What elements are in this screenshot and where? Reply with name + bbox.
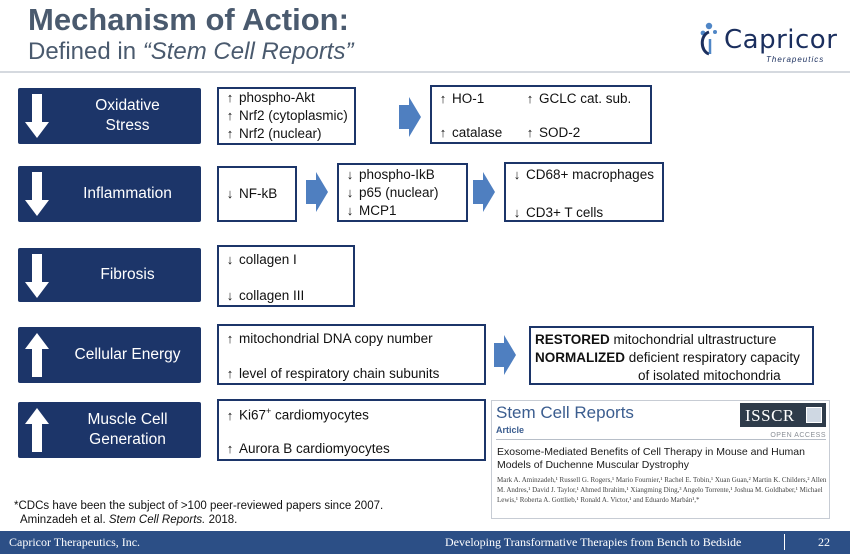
list-item: ↑mitochondrial DNA copy number bbox=[226, 331, 433, 346]
up-arrow-icon: ↑ bbox=[526, 91, 534, 106]
footer-tagline: Developing Transformative Therapies from… bbox=[445, 535, 742, 549]
list-item: ↑Nrf2 (cytoplasmic) bbox=[226, 108, 348, 123]
list-item: ↓p65 (nuclear) bbox=[346, 185, 439, 200]
category-cellular-energy: Cellular Energy bbox=[18, 327, 201, 383]
up-arrow-icon: ↑ bbox=[439, 91, 447, 106]
down-arrow-icon: ↓ bbox=[513, 205, 521, 220]
down-arrow-icon: ↓ bbox=[346, 203, 354, 218]
page-number: 22 bbox=[818, 535, 830, 549]
list-item: ↓phospho-IkB bbox=[346, 167, 435, 182]
down-arrow-icon bbox=[25, 254, 49, 298]
down-arrow-icon: ↓ bbox=[226, 186, 234, 201]
inflammation-box-nfkb: ↓NF-kB bbox=[217, 166, 297, 222]
energy-box-markers: ↑mitochondrial DNA copy number ↑level of… bbox=[217, 324, 486, 385]
category-label: Fibrosis bbox=[100, 266, 155, 283]
list-item: ↑level of respiratory chain subunits bbox=[226, 366, 440, 381]
down-arrow-icon: ↓ bbox=[346, 185, 354, 200]
category-label: Cellular Energy bbox=[74, 346, 181, 363]
capricor-mark-icon bbox=[700, 22, 717, 56]
citation-divider bbox=[496, 439, 826, 440]
chevron-arrow-icon bbox=[399, 97, 421, 137]
category-label: Muscle Cell Generation bbox=[87, 411, 168, 448]
category-label: Oxidative Stress bbox=[95, 97, 160, 134]
up-arrow-icon: ↑ bbox=[439, 125, 447, 140]
result-line: NORMALIZED deficient respiratory capacit… bbox=[535, 350, 800, 365]
list-item: ↑SOD-2 bbox=[526, 125, 581, 140]
footer-bar: Capricor Therapeutics, Inc. Developing T… bbox=[0, 531, 850, 554]
result-line: of isolated mitochondria bbox=[638, 368, 781, 383]
list-item: ↓CD68+ macrophages bbox=[513, 167, 654, 182]
page-title: Mechanism of Action: bbox=[28, 2, 349, 37]
down-arrow-icon: ↓ bbox=[226, 252, 234, 267]
list-item: ↑catalase bbox=[439, 125, 503, 140]
list-item: ↑HO-1 bbox=[439, 91, 485, 106]
paper-title: Exosome-Mediated Benefits of Cell Therap… bbox=[497, 446, 805, 471]
isscr-emblem-icon bbox=[806, 407, 822, 423]
list-item: ↓collagen I bbox=[226, 252, 297, 267]
oxidative-box-signaling: ↑phospho-Akt ↑Nrf2 (cytoplasmic) ↑Nrf2 (… bbox=[217, 87, 356, 145]
category-fibrosis: Fibrosis bbox=[18, 248, 201, 302]
list-item: ↑phospho-Akt bbox=[226, 90, 315, 105]
page-subtitle: Defined in “Stem Cell Reports” bbox=[28, 38, 353, 66]
down-arrow-icon: ↓ bbox=[226, 288, 234, 303]
down-arrow-icon bbox=[25, 94, 49, 138]
energy-box-result: RESTORED mitochondrial ultrastructure NO… bbox=[529, 326, 814, 385]
category-inflammation: Inflammation bbox=[18, 166, 201, 222]
logo-wordmark: Capricor bbox=[724, 25, 838, 55]
up-arrow-icon: ↑ bbox=[226, 441, 234, 456]
logo-tagline: Therapeutics bbox=[766, 55, 825, 64]
down-arrow-icon bbox=[25, 172, 49, 216]
journal-name: Stem Cell Reports bbox=[496, 403, 634, 422]
chevron-arrow-icon bbox=[494, 335, 516, 375]
chevron-arrow-icon bbox=[473, 172, 495, 212]
list-item: ↓CD3+ T cells bbox=[513, 205, 604, 220]
up-arrow-icon: ↑ bbox=[526, 125, 534, 140]
up-arrow-icon: ↑ bbox=[226, 366, 234, 381]
list-item: ↓collagen III bbox=[226, 288, 305, 303]
footnote-reference: Aminzadeh et al. Stem Cell Reports. 2018… bbox=[20, 514, 238, 526]
article-tag: Article bbox=[496, 425, 525, 435]
up-arrow-icon: ↑ bbox=[226, 407, 234, 423]
up-arrow-icon: ↑ bbox=[226, 126, 234, 141]
list-item: ↓NF-kB bbox=[226, 186, 278, 201]
list-item: ↓MCP1 bbox=[346, 203, 397, 218]
paper-citation-image: Stem Cell Reports Article ISSCR OPEN ACC… bbox=[491, 400, 830, 519]
category-label: Inflammation bbox=[83, 185, 172, 202]
up-arrow-icon bbox=[25, 333, 49, 377]
list-item: ↑GCLC cat. sub. bbox=[526, 91, 632, 106]
list-item: ↑Ki67+ cardiomyocytes bbox=[226, 406, 369, 423]
fibrosis-box-collagen: ↓collagen I ↓collagen III bbox=[217, 245, 355, 307]
open-access-label: OPEN ACCESS bbox=[767, 432, 826, 439]
isscr-logo: ISSCR bbox=[740, 403, 826, 427]
inflammation-box-signaling: ↓phospho-IkB ↓p65 (nuclear) ↓MCP1 bbox=[337, 163, 468, 222]
up-arrow-icon: ↑ bbox=[226, 331, 234, 346]
footer-company: Capricor Therapeutics, Inc. bbox=[9, 535, 141, 549]
list-item: ↑Aurora B cardiomyocytes bbox=[226, 441, 390, 456]
footer-divider bbox=[784, 534, 785, 550]
result-line: RESTORED mitochondrial ultrastructure bbox=[535, 332, 777, 347]
capricor-logo: Capricor Therapeutics bbox=[696, 18, 837, 66]
muscle-box-markers: ↑Ki67+ cardiomyocytes ↑Aurora B cardiomy… bbox=[217, 399, 486, 461]
category-oxidative-stress: Oxidative Stress bbox=[18, 88, 201, 144]
up-arrow-icon: ↑ bbox=[226, 108, 234, 123]
subtitle-prefix: Defined in bbox=[28, 38, 143, 65]
up-arrow-icon: ↑ bbox=[226, 90, 234, 105]
inflammation-box-cells: ↓CD68+ macrophages ↓CD3+ T cells bbox=[504, 162, 664, 222]
list-item: ↑Nrf2 (nuclear) bbox=[226, 126, 322, 141]
paper-authors: Mark A. Aminzadeh,¹ Russell G. Rogers,¹ … bbox=[497, 476, 827, 504]
oxidative-box-enzymes: ↑HO-1 ↑GCLC cat. sub. ↑catalase ↑SOD-2 bbox=[430, 85, 652, 144]
chevron-arrow-icon bbox=[306, 172, 328, 212]
footnote-cdcs: *CDCs have been the subject of >100 peer… bbox=[14, 500, 384, 512]
title-divider bbox=[0, 71, 850, 73]
subtitle-journal: “Stem Cell Reports” bbox=[142, 38, 354, 65]
category-muscle-cell-generation: Muscle Cell Generation bbox=[18, 402, 201, 458]
down-arrow-icon: ↓ bbox=[513, 167, 521, 182]
up-arrow-icon bbox=[25, 408, 49, 452]
down-arrow-icon: ↓ bbox=[346, 167, 354, 182]
